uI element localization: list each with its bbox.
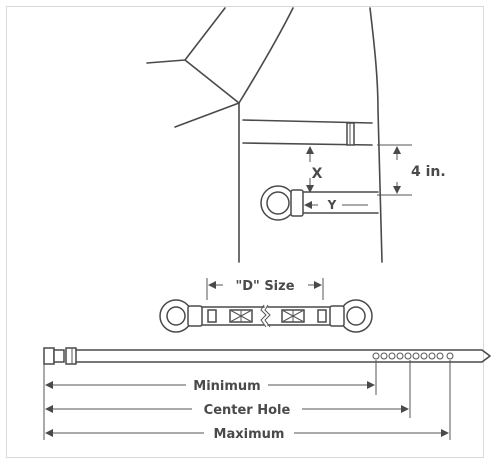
x-dimension-label: X [312, 166, 323, 182]
full-belt [43, 347, 491, 365]
center-hole-label: Center Hole [204, 403, 291, 418]
height-label: 4 in. [411, 164, 446, 180]
d-ring-strap [260, 185, 379, 221]
d-size-label: "D" Size [235, 279, 294, 294]
belt-on-torso [242, 119, 373, 146]
minimum-label: Minimum [193, 379, 260, 394]
dimension-4in [377, 144, 412, 196]
y-dimension-label: Y [327, 198, 337, 212]
diagram-frame [6, 6, 484, 458]
torso-outline [146, 7, 383, 263]
d-size-dimension [206, 278, 324, 300]
maximum-label: Maximum [214, 427, 285, 442]
d-ring-extender [159, 299, 373, 333]
